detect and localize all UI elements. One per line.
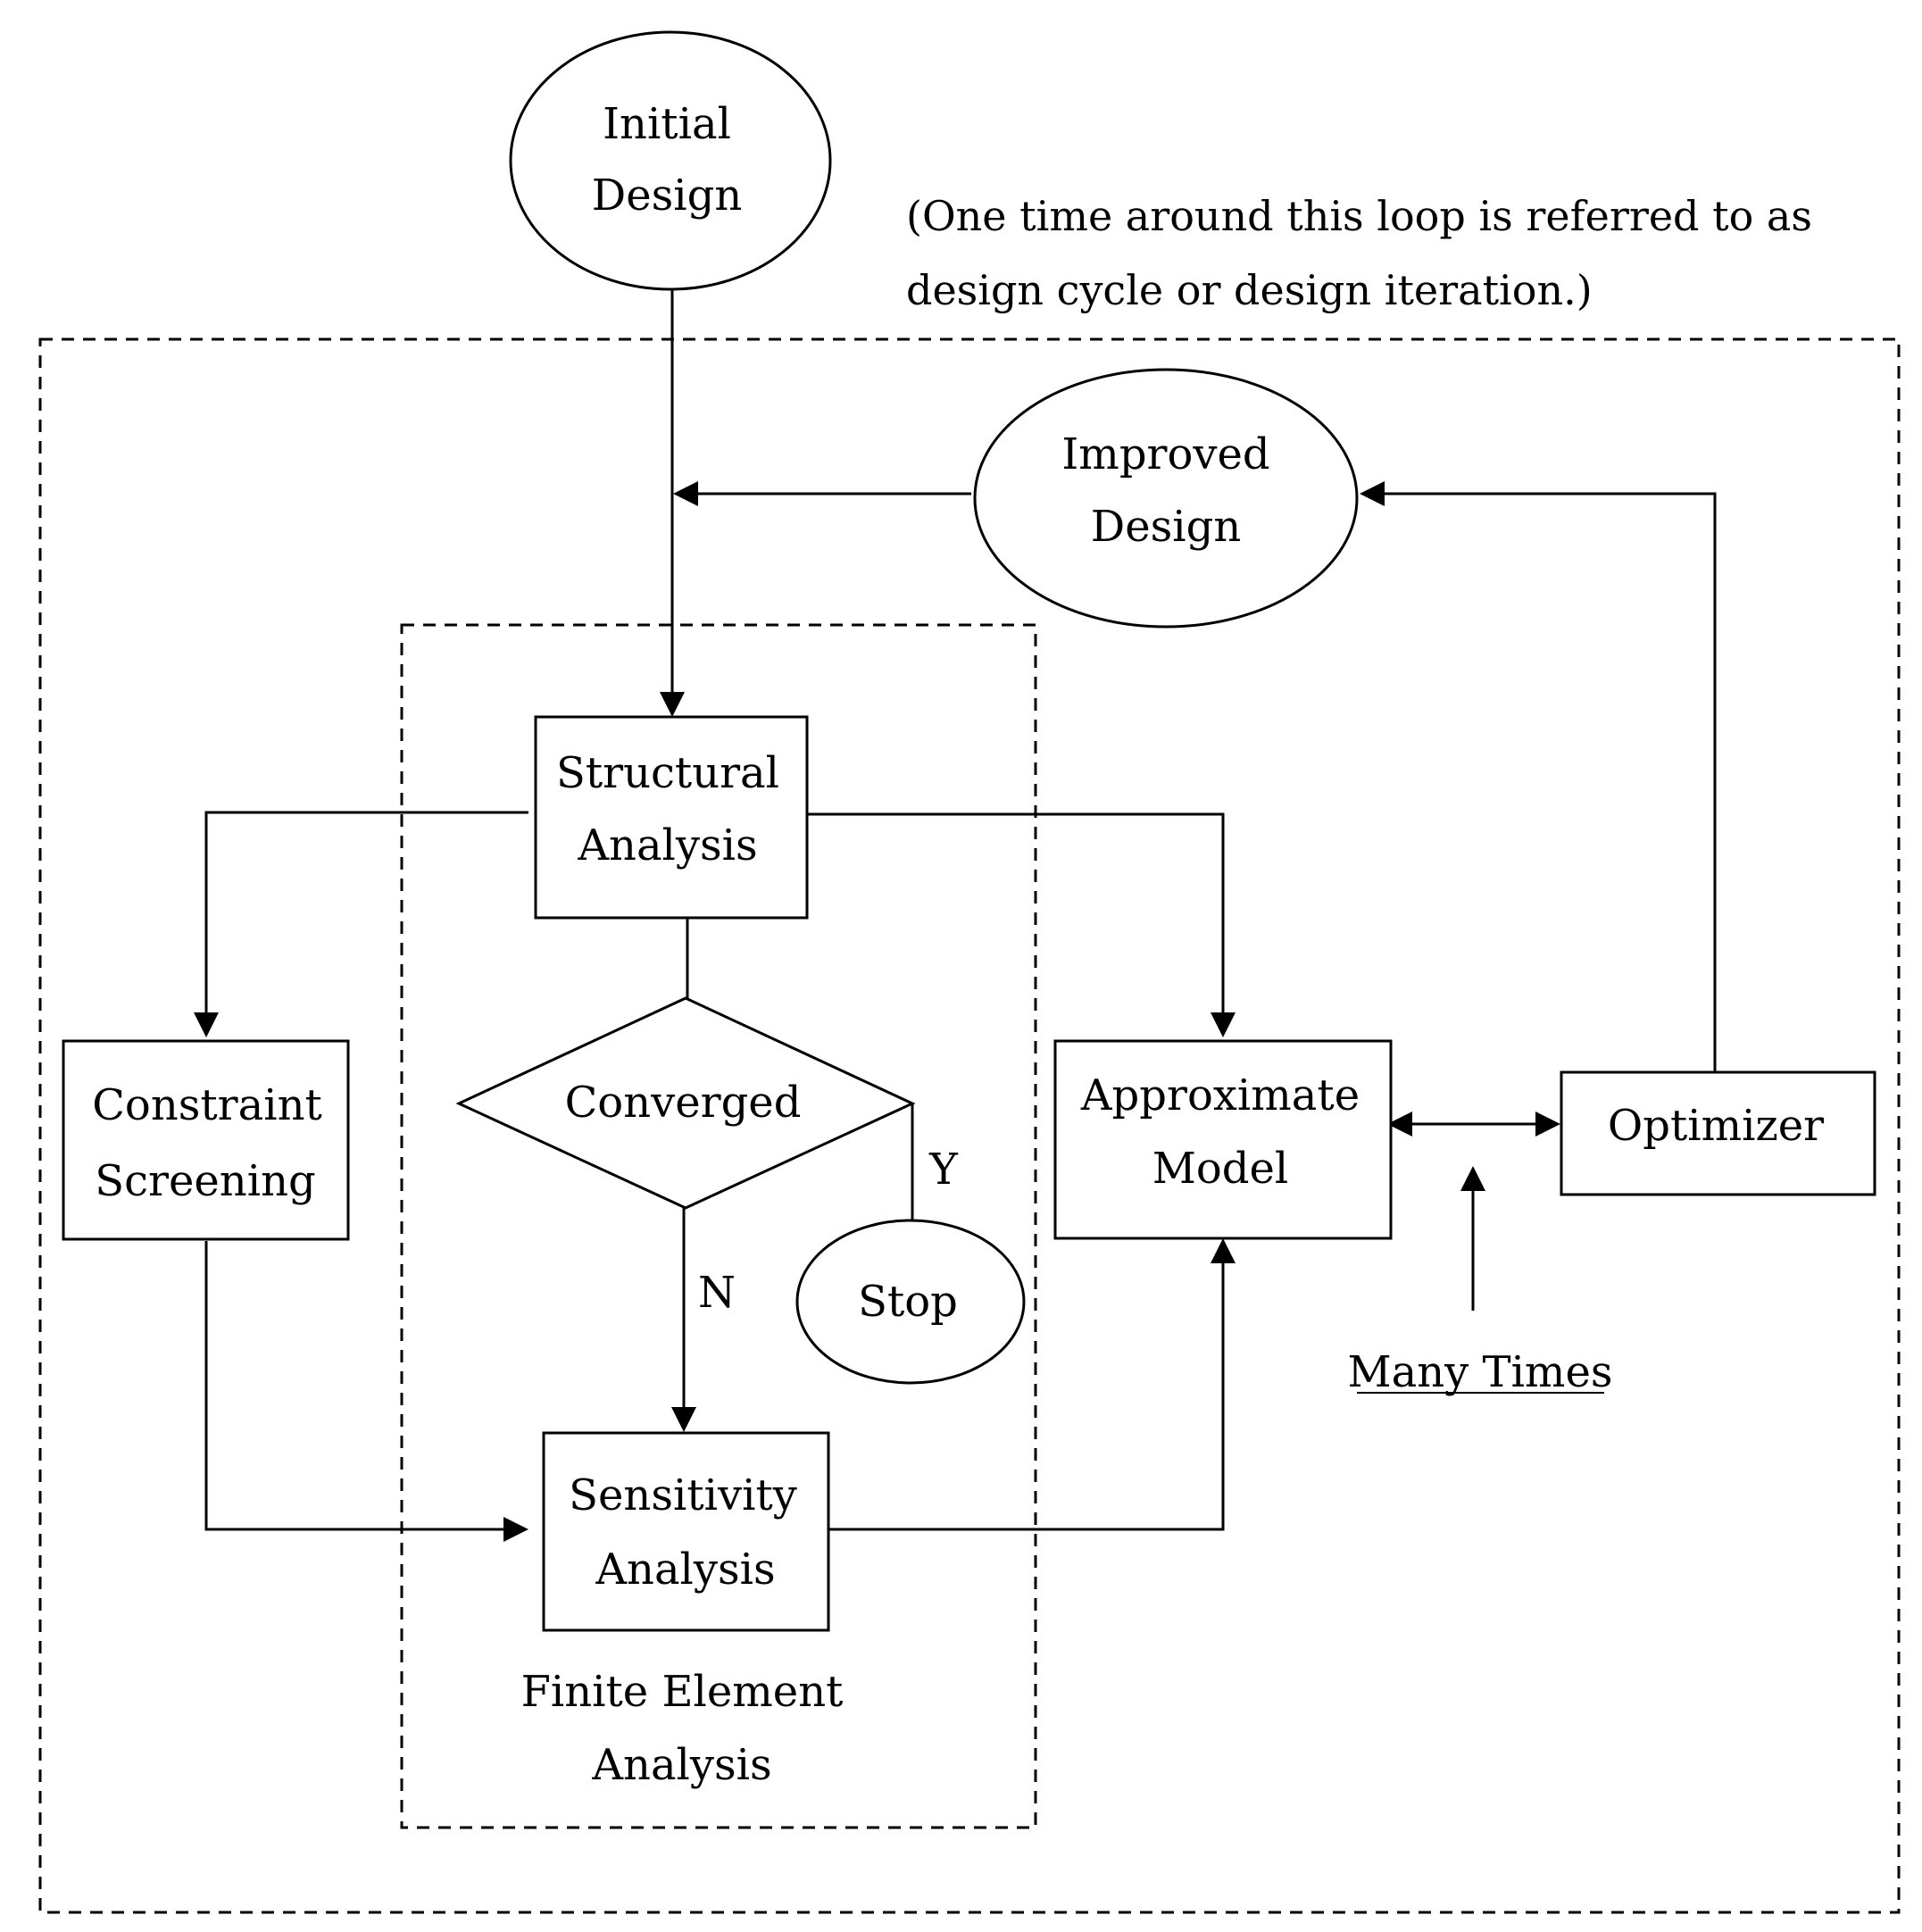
converged-label: Converged (565, 1078, 802, 1128)
sensitivity-analysis-label-line1: Sensitivity (569, 1470, 797, 1520)
sensitivity-analysis-label-line2: Analysis (595, 1545, 775, 1595)
many-times-arrowhead (1460, 1166, 1485, 1191)
improved-design-label-line1: Improved (1061, 429, 1269, 479)
arrowhead-into-approximate-right (1387, 1112, 1412, 1137)
design-cycle-note-line2: design cycle or design iteration.) (906, 266, 1593, 314)
initial-design-label-line1: Initial (603, 99, 731, 149)
approximate-model-label-line2: Model (1152, 1144, 1289, 1194)
connector-structural-to-constraint (204, 811, 528, 1012)
optimizer-node (1560, 1070, 1876, 1196)
arrowhead-into-main-line (673, 481, 698, 506)
arrowhead-into-constraint (194, 1012, 219, 1037)
connector-optimizer-to-improved (1385, 492, 1717, 1071)
arrowhead-into-improved (1360, 481, 1385, 506)
approximate-model-label-line1: Approximate (1080, 1070, 1360, 1120)
finite-element-label-line2: Analysis (591, 1740, 771, 1790)
converged-yes-label: Y (928, 1145, 959, 1195)
design-cycle-boundary (38, 337, 1901, 1914)
structural-analysis-label-line2: Analysis (577, 820, 757, 870)
optimizer-label: Optimizer (1608, 1101, 1824, 1151)
stop-node (795, 1219, 1026, 1385)
connector-constraint-to-sensitivity (204, 1241, 503, 1531)
converged-decision (455, 996, 916, 1210)
initial-design-node (509, 30, 832, 291)
stop-label: Stop (858, 1277, 958, 1327)
finite-element-boundary (400, 623, 1037, 1829)
sensitivity-analysis-node (542, 1431, 830, 1632)
arrowhead-into-optimizer (1535, 1112, 1560, 1137)
structural-analysis-label-line1: Structural (556, 748, 779, 798)
connector-sensitivity-to-approximate (828, 1263, 1225, 1531)
arrowhead-into-sensitivity-top (671, 1407, 696, 1432)
arrowhead-into-structural (660, 692, 685, 717)
connector-structural-to-approximate (806, 812, 1225, 1012)
improved-design-node (973, 368, 1359, 629)
initial-design-label-line2: Design (592, 171, 743, 221)
constraint-screening-label-line1: Constraint (92, 1080, 322, 1130)
arrowhead-into-sensitivity-left (503, 1517, 528, 1542)
converged-no-label: N (698, 1268, 736, 1318)
structural-analysis-node (534, 715, 809, 920)
constraint-screening-label-line2: Screening (95, 1156, 315, 1206)
many-times-label: Many Times (1348, 1347, 1613, 1397)
arrowhead-into-approximate-top (1211, 1012, 1236, 1037)
constraint-screening-node (62, 1039, 350, 1241)
arrowhead-into-approximate-bottom (1211, 1238, 1236, 1263)
finite-element-label-line1: Finite Element (521, 1667, 844, 1717)
improved-design-label-line2: Design (1091, 502, 1242, 552)
design-cycle-note-line1: (One time around this loop is referred t… (906, 192, 1812, 240)
approximate-model-node (1053, 1039, 1393, 1240)
